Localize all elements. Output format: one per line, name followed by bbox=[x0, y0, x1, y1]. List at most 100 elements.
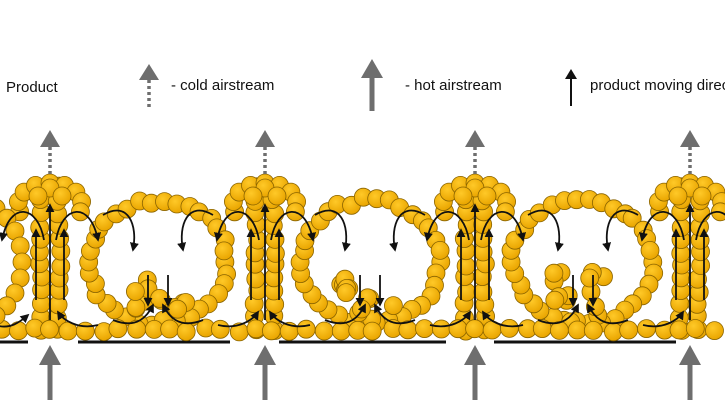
product-particle bbox=[418, 218, 438, 238]
cold-airstream-arrow-head bbox=[465, 130, 485, 147]
product-particle bbox=[711, 202, 725, 222]
hot-airstream-arrow-shaft bbox=[47, 364, 53, 400]
product-particle bbox=[691, 242, 710, 262]
product-particle bbox=[129, 314, 149, 334]
product-particle bbox=[229, 322, 249, 342]
product-particle bbox=[692, 186, 712, 206]
product-particle bbox=[390, 198, 410, 218]
cold-airstream-arrow-head bbox=[40, 130, 60, 147]
hot-airstream-arrow-head bbox=[679, 345, 701, 365]
product-particle bbox=[58, 321, 78, 341]
product-particle bbox=[340, 312, 360, 332]
product-particle bbox=[685, 319, 705, 338]
product-particle bbox=[337, 278, 357, 298]
product-particle bbox=[623, 294, 643, 314]
product-particle bbox=[265, 321, 285, 340]
product-particle bbox=[31, 190, 50, 210]
product-particle bbox=[229, 182, 249, 202]
product-flow-arrow bbox=[177, 209, 214, 252]
product-particle bbox=[318, 300, 338, 320]
product-particle bbox=[435, 202, 455, 222]
hot-airstream-icon bbox=[361, 59, 383, 111]
product-flow-arrow bbox=[424, 211, 470, 242]
product-particle bbox=[519, 209, 539, 229]
product-particle bbox=[622, 208, 642, 228]
product-particle bbox=[287, 192, 307, 212]
product-particle bbox=[353, 187, 373, 207]
product-particle bbox=[245, 191, 265, 211]
product-particle bbox=[141, 193, 161, 213]
product-particle bbox=[691, 203, 711, 223]
product-particle bbox=[348, 320, 368, 340]
product-particle bbox=[138, 279, 158, 299]
product-particle bbox=[712, 192, 725, 211]
product-particle bbox=[126, 298, 146, 318]
product-particle bbox=[314, 321, 334, 341]
product-flow-arrow bbox=[389, 209, 426, 252]
product-particle bbox=[643, 252, 663, 272]
legend-hot-airstream-label: - hot airstream bbox=[405, 77, 502, 94]
product-flow-arrow bbox=[374, 303, 416, 325]
product-flow-arrow bbox=[0, 313, 30, 328]
product-particle bbox=[632, 286, 652, 306]
product-flow-arrow bbox=[695, 211, 725, 241]
product-particle bbox=[32, 267, 52, 287]
product-particle bbox=[265, 229, 285, 249]
product-particle bbox=[246, 215, 266, 235]
product-particle bbox=[40, 319, 59, 339]
product-particle bbox=[217, 264, 237, 284]
product-particle bbox=[671, 230, 691, 250]
product-particle bbox=[189, 299, 209, 319]
product-particle bbox=[687, 294, 707, 314]
product-flow-arrow bbox=[0, 211, 45, 242]
product-particle bbox=[567, 320, 587, 340]
product-particle bbox=[32, 280, 51, 300]
product-particle bbox=[680, 178, 700, 198]
product-particle bbox=[75, 321, 95, 341]
product-particle bbox=[689, 282, 709, 302]
product-particle bbox=[671, 218, 691, 237]
airstream-arrows bbox=[39, 130, 701, 400]
product-particle bbox=[40, 173, 60, 193]
product-particle bbox=[671, 177, 691, 197]
product-particle bbox=[245, 203, 265, 223]
product-flow-arrow bbox=[429, 310, 471, 328]
product-particle bbox=[265, 243, 285, 263]
product-particle bbox=[644, 263, 664, 283]
product-particle bbox=[246, 320, 266, 340]
product-particle bbox=[454, 293, 474, 313]
product-particle bbox=[549, 287, 568, 307]
product-particle bbox=[592, 313, 611, 333]
product-particle bbox=[327, 194, 347, 214]
product-particle bbox=[465, 173, 485, 193]
product-particle bbox=[151, 290, 171, 310]
product-particle bbox=[47, 191, 67, 211]
product-particle bbox=[457, 215, 477, 235]
product-particle bbox=[246, 269, 266, 289]
product-particle bbox=[135, 291, 155, 311]
product-particle bbox=[567, 190, 586, 210]
product-particle bbox=[671, 202, 691, 222]
product-particle bbox=[207, 218, 227, 238]
product-particle bbox=[9, 321, 28, 341]
product-particle bbox=[51, 241, 71, 261]
product-particle bbox=[310, 211, 330, 231]
product-moving-direction-icon bbox=[565, 69, 577, 106]
product-flow-arrow bbox=[214, 211, 260, 242]
product-particle bbox=[529, 203, 549, 223]
product-particle bbox=[367, 189, 387, 209]
product-particle bbox=[532, 319, 552, 339]
product-particle bbox=[335, 280, 355, 300]
product-particle bbox=[154, 315, 174, 335]
product-particle bbox=[666, 175, 685, 195]
product-particle bbox=[349, 303, 369, 323]
product-particle bbox=[550, 320, 569, 340]
product-particle bbox=[49, 176, 69, 196]
product-particle bbox=[51, 256, 71, 276]
product-particle bbox=[472, 267, 492, 287]
product-particle bbox=[10, 202, 30, 222]
product-particle bbox=[668, 186, 688, 206]
product-particle bbox=[94, 322, 114, 342]
product-particle bbox=[491, 182, 511, 202]
product-particle bbox=[137, 270, 157, 290]
